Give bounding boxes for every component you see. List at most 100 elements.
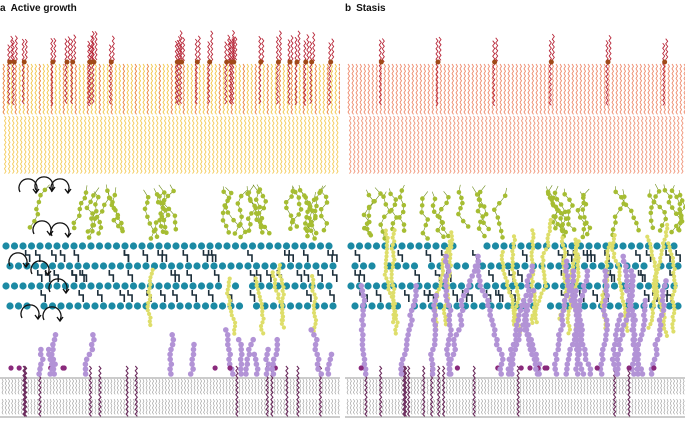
arabinose-bead bbox=[559, 202, 564, 207]
ester-headgroup bbox=[65, 60, 70, 65]
mannan-bead bbox=[243, 371, 249, 377]
mannan-bead bbox=[522, 327, 528, 333]
peptidoglycan-bead bbox=[483, 282, 490, 289]
arabinose-bead bbox=[653, 194, 658, 199]
membrane-lipid bbox=[437, 399, 438, 414]
panel-title: Stasis bbox=[356, 3, 385, 14]
mannan-bead bbox=[640, 327, 646, 333]
membrane-lipid bbox=[338, 379, 339, 394]
lipomannan-bead bbox=[386, 287, 390, 291]
mycolic-chain bbox=[498, 116, 500, 174]
membrane-lipid bbox=[165, 399, 166, 414]
lipomannan-bead bbox=[447, 249, 451, 253]
lipomannan-bead bbox=[259, 328, 263, 332]
membrane-lipid bbox=[529, 379, 530, 394]
inositol-bead bbox=[651, 365, 656, 370]
mycolic-chain bbox=[315, 64, 317, 114]
mycolic-chain bbox=[502, 116, 504, 174]
mycolic-chain bbox=[217, 116, 219, 174]
membrane-lipid bbox=[261, 379, 262, 394]
peptidoglycan-bead bbox=[28, 242, 35, 249]
membrane-lipid bbox=[488, 399, 489, 414]
lipomannan-bead bbox=[384, 276, 388, 280]
mycolic-chain bbox=[161, 116, 163, 174]
arabinose-bead bbox=[313, 216, 318, 221]
arabinose-bead bbox=[432, 209, 437, 214]
lipomannan-bead bbox=[437, 287, 441, 291]
membrane-lipid bbox=[197, 399, 198, 414]
lipomannan-bead bbox=[511, 260, 515, 264]
mannan-bead bbox=[413, 283, 419, 289]
mannan-bead bbox=[400, 357, 406, 363]
membrane-lipid bbox=[478, 399, 479, 414]
membrane-lipid bbox=[673, 399, 674, 414]
membrane-lipid bbox=[597, 399, 598, 414]
mannan-bead bbox=[464, 288, 470, 294]
membrane-lipid bbox=[513, 379, 514, 394]
lipomannan-bead bbox=[384, 229, 388, 233]
mannan-bead bbox=[246, 347, 252, 353]
mycolic-chain bbox=[101, 116, 103, 174]
panel-active-growth: aActive growth bbox=[0, 0, 340, 422]
peptidoglycan-bead bbox=[28, 282, 35, 289]
mannan-bead bbox=[660, 293, 666, 299]
peptidoglycan-bead bbox=[266, 242, 273, 249]
arabinose-bead bbox=[303, 195, 308, 200]
peptidoglycan-bead bbox=[325, 242, 332, 249]
mycolic-chain bbox=[89, 116, 91, 174]
mycolic-chain bbox=[247, 64, 249, 114]
membrane-lipid bbox=[162, 379, 163, 394]
membrane-lipid bbox=[284, 379, 285, 394]
arabinose-bead bbox=[260, 216, 265, 221]
mycolic-chain bbox=[285, 116, 287, 174]
mannan-bead bbox=[460, 308, 466, 314]
peptidoglycan-bead bbox=[210, 302, 217, 309]
lipomannan-bead bbox=[530, 239, 534, 243]
peptidoglycan-bead bbox=[57, 262, 64, 269]
peptidoglycan-bead bbox=[206, 282, 213, 289]
mycolic-chain bbox=[119, 64, 121, 114]
mannan-bead bbox=[602, 268, 608, 274]
mannan-bead bbox=[497, 347, 503, 353]
lipomannan-bead bbox=[393, 228, 397, 232]
membrane-lipid bbox=[130, 399, 131, 414]
trehalose-lipid bbox=[313, 32, 315, 61]
membrane-lipid bbox=[539, 399, 540, 414]
membrane-lipid bbox=[382, 399, 383, 414]
arabinose-bead bbox=[314, 231, 319, 236]
mycolic-chain bbox=[93, 116, 95, 174]
peptidoglycan-bead bbox=[351, 262, 358, 269]
lipomannan-bead bbox=[391, 302, 395, 306]
membrane-lipid bbox=[552, 399, 553, 414]
mycolic-chain bbox=[127, 64, 129, 114]
mycolic-chain bbox=[394, 116, 396, 174]
peptidoglycan-bead bbox=[377, 302, 384, 309]
membrane-lipid bbox=[510, 399, 511, 414]
mycolic-chain bbox=[149, 116, 151, 174]
membrane-lipid bbox=[66, 379, 67, 394]
mannan-bead bbox=[631, 342, 637, 348]
peptidoglycan-bead bbox=[2, 242, 9, 249]
mycolic-chain bbox=[614, 116, 616, 174]
lipomannan-bead bbox=[542, 288, 546, 292]
membrane-lipid bbox=[523, 379, 524, 394]
mannan-bead bbox=[579, 337, 585, 343]
mannan-bead bbox=[87, 352, 93, 358]
lipomannan-bead bbox=[653, 264, 657, 268]
mannan-bead bbox=[363, 371, 369, 377]
lipomannan-bead bbox=[512, 315, 516, 319]
peptidoglycan-bead bbox=[368, 262, 375, 269]
mannan-bead bbox=[456, 327, 462, 333]
mannan-bead bbox=[602, 303, 608, 309]
mannan-bead bbox=[554, 371, 560, 377]
lipomannan-bead bbox=[276, 292, 280, 296]
mannan-bead bbox=[602, 342, 608, 348]
membrane-lipid bbox=[606, 379, 607, 394]
mannan-bead bbox=[492, 327, 498, 333]
mannan-bead bbox=[626, 312, 632, 318]
mannan-bead bbox=[586, 361, 592, 367]
membrane-lipid bbox=[584, 399, 585, 414]
arabinose-bead bbox=[299, 207, 304, 212]
arabinose-bead bbox=[303, 221, 308, 226]
lipomannan-bead bbox=[441, 269, 445, 273]
